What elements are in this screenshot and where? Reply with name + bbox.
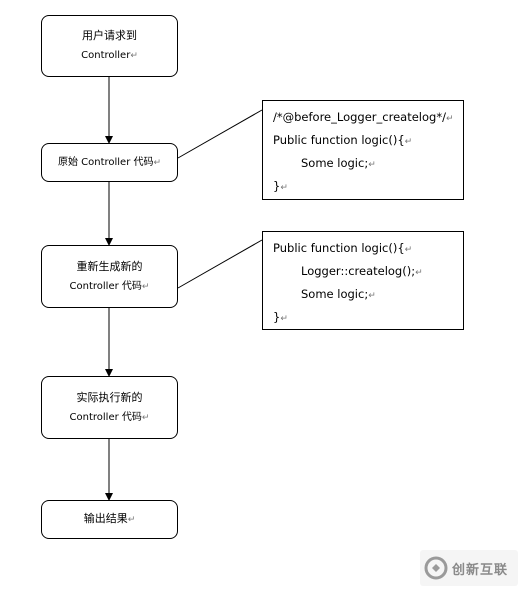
step-original-code: 原始 Controller 代码↵ <box>41 143 178 182</box>
code-line: Some logic;↵ <box>273 284 463 307</box>
watermark: 创新互联 <box>420 550 518 586</box>
step-request-line1: 用户请求到 <box>82 29 137 42</box>
code-line: Some logic;↵ <box>273 153 463 176</box>
paragraph-mark: ↵ <box>404 137 413 147</box>
paragraph-mark: ↵ <box>445 114 454 124</box>
code-text: Some logic; <box>301 156 369 170</box>
step-output-line1: 输出结果 <box>83 512 128 525</box>
paragraph-mark: ↵ <box>280 314 288 324</box>
callout-line-before <box>177 109 263 159</box>
code-text: Some logic; <box>301 287 369 301</box>
code-line: }↵ <box>273 307 463 330</box>
code-text: /*@before_Logger_createlog*/ <box>273 110 446 124</box>
code-text: Logger::createlog(); <box>301 264 416 278</box>
paragraph-mark: ↵ <box>141 281 150 292</box>
paragraph-mark: ↵ <box>368 160 376 170</box>
code-line: Public function logic(){↵ <box>273 130 463 153</box>
step-regenerate-code: 重新生成新的 Controller 代码↵ <box>41 245 178 308</box>
step-original-line1: 原始 Controller 代码 <box>57 156 154 168</box>
paragraph-mark: ↵ <box>130 51 138 61</box>
step-output-result: 输出结果↵ <box>41 500 178 539</box>
step-original-line1-wrap: 原始 Controller 代码↵ <box>58 153 161 173</box>
code-line: }↵ <box>273 176 463 199</box>
code-line: Public function logic(){↵ <box>273 238 463 261</box>
code-line: /*@before_Logger_createlog*/↵ <box>273 107 463 130</box>
step-execute-line1: 实际执行新的 <box>76 390 143 404</box>
step-execute-line2-wrap: Controller 代码↵ <box>70 408 150 428</box>
watermark-text: 创新互联 <box>452 562 509 578</box>
paragraph-mark: ↵ <box>280 183 288 193</box>
code-text: } <box>273 179 281 193</box>
code-text: Public function logic(){ <box>273 241 405 255</box>
step-request-line2: Controller <box>81 50 131 61</box>
paragraph-mark: ↵ <box>368 291 376 301</box>
code-line: Logger::createlog();↵ <box>273 261 463 284</box>
paragraph-mark: ↵ <box>153 157 162 168</box>
step-regenerate-line2: Controller 代码 <box>69 280 142 292</box>
paragraph-mark: ↵ <box>141 412 150 423</box>
step-output-line1-wrap: 输出结果↵ <box>84 509 136 530</box>
step-execute-new-code: 实际执行新的 Controller 代码↵ <box>41 376 178 439</box>
code-text: Public function logic(){ <box>273 133 405 147</box>
brand-logo-icon <box>424 556 448 580</box>
paragraph-mark: ↵ <box>404 245 413 255</box>
callout-line-after <box>177 239 263 289</box>
paragraph-mark: ↵ <box>127 515 136 525</box>
code-box-after: Public function logic(){↵ Logger::create… <box>262 231 464 330</box>
step-regenerate-line2-wrap: Controller 代码↵ <box>70 277 150 297</box>
step-request-controller: 用户请求到 Controller↵ <box>41 15 178 77</box>
step-request-line2-wrap: Controller↵ <box>81 46 138 66</box>
step-regenerate-line1: 重新生成新的 <box>76 259 143 273</box>
code-text: } <box>273 310 281 324</box>
paragraph-mark: ↵ <box>415 268 423 278</box>
step-execute-line2: Controller 代码 <box>69 411 142 423</box>
code-box-before: /*@before_Logger_createlog*/↵ Public fun… <box>262 100 464 200</box>
